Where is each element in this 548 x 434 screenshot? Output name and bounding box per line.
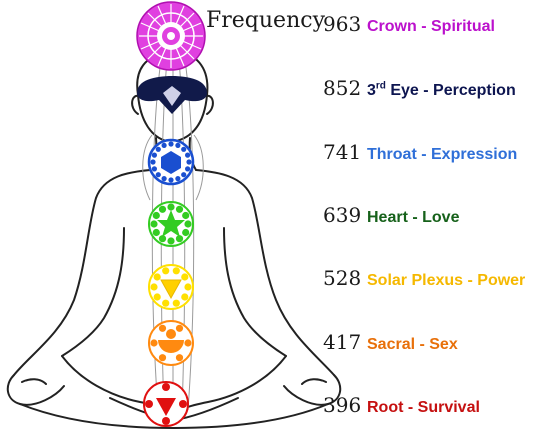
sacral-chakra — [148, 320, 194, 366]
petal-dot — [167, 237, 175, 245]
petal-dot — [175, 324, 184, 332]
petal-dot — [162, 267, 170, 275]
ordinal-suffix: rd — [375, 80, 386, 92]
petal-dot — [175, 354, 184, 362]
petal-dot — [175, 142, 181, 148]
petal-dot — [161, 142, 167, 148]
petal-dot — [161, 176, 167, 182]
petal-dot — [172, 267, 180, 275]
petal-dot — [181, 273, 189, 281]
frequency-value: 741 — [323, 140, 362, 164]
petal-dot — [150, 339, 158, 347]
throat-chakra — [147, 138, 195, 186]
row-sacral: 417 Sacral - Sex — [323, 330, 458, 360]
petal-dot — [162, 383, 170, 391]
petal-dot — [185, 166, 191, 172]
petal-dot — [185, 152, 191, 158]
frequency-heading: Frequency — [206, 8, 325, 33]
petal-dot — [152, 211, 160, 220]
chakra-label-sacral: Sacral - Sex — [367, 336, 458, 353]
frequency-value: 963 — [323, 12, 362, 36]
frequency-value: 417 — [323, 330, 362, 354]
frequency-value: 852 — [323, 76, 362, 100]
petal-dot — [158, 354, 167, 362]
third-eye-chakra — [137, 76, 207, 114]
petal-dot — [184, 339, 192, 347]
petal-dot — [162, 299, 170, 307]
petal-dot — [150, 220, 158, 228]
petal-dot — [184, 283, 192, 291]
chakra-label-heart: Heart - Love — [367, 209, 460, 226]
petal-dot — [184, 220, 192, 228]
row-solar-plexus: 528 Solar Plexus - Power — [323, 266, 525, 296]
petal-dot — [168, 141, 174, 147]
chakra-label-root: Root - Survival — [367, 399, 480, 416]
ordinal-number: 3 — [367, 82, 376, 99]
petal-dot — [181, 172, 187, 178]
petal-dot — [151, 152, 157, 158]
chakra-label-solar-plexus: Solar Plexus - Power — [367, 272, 526, 289]
root-chakra — [143, 381, 189, 427]
petal-dot — [153, 273, 161, 281]
petal-dot — [182, 228, 190, 237]
petal-dot — [150, 283, 158, 291]
petal-dot — [151, 166, 157, 172]
petal-dot — [162, 417, 170, 425]
petal-dot — [155, 146, 161, 152]
row-crown: 963 Crown - Spiritual — [323, 12, 495, 42]
petal-dot — [168, 177, 174, 183]
petal-dot — [167, 203, 175, 211]
row-root: 396 Root - Survival — [323, 393, 480, 423]
petal-dot — [158, 235, 167, 243]
petal-dot — [182, 211, 190, 220]
row-heart: 639 Heart - Love — [323, 203, 459, 233]
petal-dot — [175, 205, 184, 213]
petal-dot — [181, 293, 189, 301]
row-third-eye: 852 3rd Eye - Perception — [323, 76, 516, 106]
heart-chakra — [148, 201, 194, 247]
petal-dot — [150, 159, 156, 165]
petal-dot — [175, 235, 184, 243]
petal-dot — [155, 172, 161, 178]
row-throat: 741 Throat - Expression — [323, 140, 517, 170]
petal-dot — [153, 293, 161, 301]
chakra-label-crown: Crown - Spiritual — [367, 18, 495, 35]
petal-dot — [175, 176, 181, 182]
petal-dot — [181, 146, 187, 152]
crown-chakra — [136, 1, 206, 71]
petal-dot — [158, 205, 167, 213]
frequency-value: 528 — [323, 266, 362, 290]
petal-dot — [179, 400, 187, 408]
solar-plexus-chakra — [148, 264, 194, 310]
chakra-label-throat: Throat - Expression — [367, 146, 518, 163]
frequency-value: 639 — [323, 203, 362, 227]
petal-dot — [186, 159, 192, 165]
chakra-label-third-eye: 3rd Eye - Perception — [367, 80, 516, 99]
petal-dot — [152, 228, 160, 237]
petal-dot — [145, 400, 153, 408]
label-rest: Eye - Perception — [385, 82, 516, 99]
frequency-value: 396 — [323, 393, 362, 417]
petal-dot — [172, 299, 180, 307]
petal-dot — [158, 324, 167, 332]
